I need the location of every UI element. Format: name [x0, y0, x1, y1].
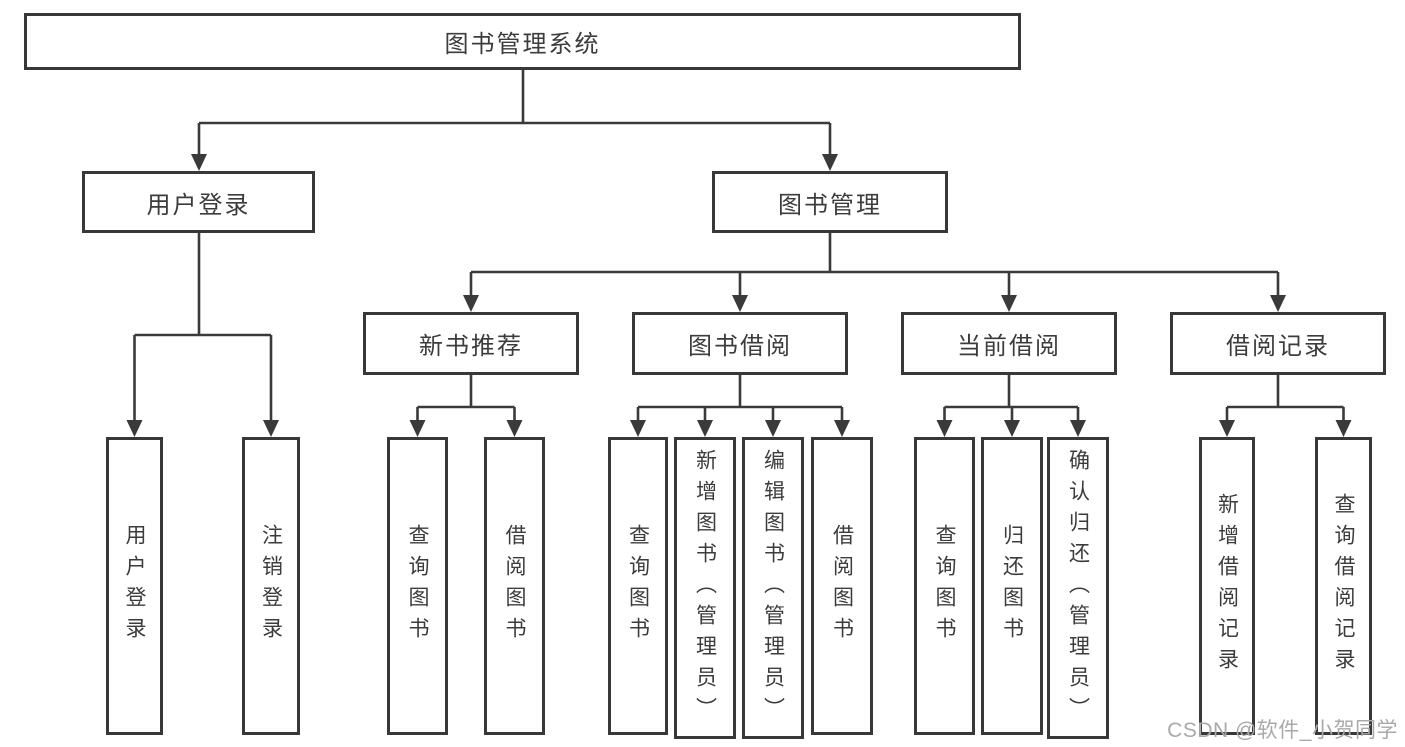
node-borrow-records-label: 借阅记录 [1226, 333, 1330, 360]
leaf-borrow-book-recommend-label: 借阅图书 [503, 524, 526, 648]
leaf-query-book-recommend-label: 查询图书 [406, 524, 429, 648]
leaf-logout: 注销登录 [242, 437, 300, 735]
node-user-login: 用户登录 [82, 171, 315, 233]
leaf-query-book-borrow-label: 查询图书 [626, 524, 650, 648]
leaf-edit-book-admin: 编辑图书（管理员） [742, 437, 804, 739]
connector-wire-path [133, 70, 1345, 423]
leaf-query-book-borrow: 查询图书 [608, 437, 668, 735]
leaf-borrow-book-recommend: 借阅图书 [484, 437, 545, 735]
leaf-query-borrow-record-label: 查询借阅记录 [1332, 493, 1355, 679]
csdn-watermark: CSDN @软件_小贺同学 [1167, 719, 1398, 742]
node-book-management: 图书管理 [712, 171, 948, 233]
node-current-borrow: 当前借阅 [901, 312, 1117, 375]
node-borrow-records: 借阅记录 [1170, 312, 1386, 375]
arrowhead-path [126, 154, 1352, 437]
leaf-add-borrow-record-label: 新增借阅记录 [1215, 493, 1239, 679]
node-root-label: 图书管理系统 [444, 31, 601, 58]
leaf-query-book-current: 查询图书 [914, 437, 975, 735]
leaf-add-borrow-record: 新增借阅记录 [1199, 437, 1255, 735]
leaf-add-book-admin-label: 新增图书（管理员） [693, 448, 717, 728]
leaf-return-book: 归还图书 [981, 437, 1043, 735]
leaf-edit-book-admin-label: 编辑图书（管理员） [761, 448, 785, 728]
node-new-book-recommend-label: 新书推荐 [419, 333, 523, 360]
leaf-confirm-return-admin-label: 确认归还（管理员） [1066, 448, 1090, 728]
leaf-borrow-book: 借阅图书 [811, 437, 873, 735]
leaf-query-book-current-label: 查询图书 [933, 524, 956, 648]
node-book-management-label: 图书管理 [778, 191, 882, 219]
node-current-borrow-label: 当前借阅 [957, 333, 1061, 360]
leaf-logout-label: 注销登录 [259, 524, 283, 648]
node-book-borrow: 图书借阅 [632, 312, 848, 375]
node-user-login-label: 用户登录 [146, 191, 251, 219]
leaf-user-login: 用户登录 [106, 437, 163, 735]
node-book-borrow-label: 图书借阅 [688, 333, 792, 360]
leaf-confirm-return-admin: 确认归还（管理员） [1047, 437, 1109, 739]
leaf-borrow-book-label: 借阅图书 [830, 524, 854, 648]
node-root: 图书管理系统 [24, 13, 1021, 70]
leaf-return-book-label: 归还图书 [1000, 524, 1024, 648]
leaf-query-book-recommend: 查询图书 [387, 437, 448, 735]
node-new-book-recommend: 新书推荐 [363, 312, 579, 375]
leaf-add-book-admin: 新增图书（管理员） [674, 437, 736, 739]
leaf-user-login-label: 用户登录 [123, 524, 146, 648]
leaf-query-borrow-record: 查询借阅记录 [1315, 437, 1372, 735]
